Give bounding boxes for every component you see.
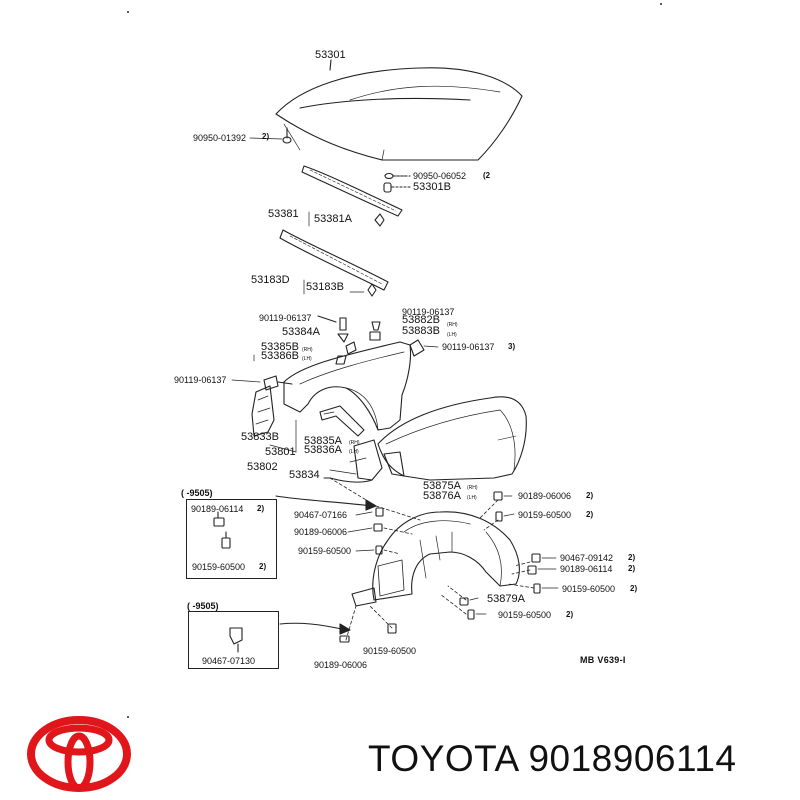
quantity-label: 2) xyxy=(259,562,267,571)
label-53875A: 53875A xyxy=(423,480,461,492)
label-90467-09142: 90467-09142 xyxy=(560,553,614,563)
label-53879A: 53879A xyxy=(487,593,525,605)
lh-label: (LH) xyxy=(302,356,312,362)
label-90159-60500: 90159-60500 xyxy=(562,584,616,594)
clips-group xyxy=(317,315,381,365)
inset-box-2 xyxy=(188,611,279,669)
label-90189-06006: 90189-06006 xyxy=(518,491,572,501)
label-53802: 53802 xyxy=(247,461,278,473)
diagram-reference-code: MB V639-I xyxy=(580,655,626,665)
fender-liner xyxy=(351,511,520,607)
label-53385B: 53385B xyxy=(261,341,299,353)
label-90189-06006: 90189-06006 xyxy=(314,660,368,670)
label-53301: 53301 xyxy=(315,49,346,61)
label-90119-06137: 90119-06137 xyxy=(174,375,227,385)
toyota-logo-icon xyxy=(27,716,131,792)
label-53183D: 53183D xyxy=(251,274,290,286)
part-number: 9018906114 xyxy=(528,738,737,779)
fender-bracket xyxy=(319,405,365,437)
quantity-label: 2) xyxy=(628,553,636,562)
label-90189-06006: 90189-06006 xyxy=(294,527,348,537)
label-53882B: 53882B xyxy=(402,314,440,326)
rh-label: (RH) xyxy=(447,322,458,328)
box1-header: ( -9505) xyxy=(181,488,213,498)
box2-parts xyxy=(229,627,243,653)
label-90159-60500: 90159-60500 xyxy=(192,562,246,572)
right-fender xyxy=(377,396,527,481)
label-leaders xyxy=(231,137,559,615)
label-53833B: 53833B xyxy=(241,431,279,443)
box1-parts xyxy=(213,511,231,549)
fender-seal xyxy=(279,229,389,297)
label-90159-60500: 90159-60500 xyxy=(518,510,572,520)
label-53381: 53381 xyxy=(268,208,299,220)
quantity-label: 2) xyxy=(628,564,636,573)
quantity-label: 2) xyxy=(262,132,270,141)
label-53876A: 53876A xyxy=(423,490,461,502)
label-90119-06137: 90119-06137 xyxy=(442,342,495,352)
label-53834: 53834 xyxy=(289,469,320,481)
rh-label: (RH) xyxy=(349,440,360,446)
quantity-label: (2 xyxy=(483,171,491,180)
quantity-label: 2) xyxy=(630,584,638,593)
label-53835A: 53835A xyxy=(304,435,342,447)
lh-label: (LH) xyxy=(447,332,457,338)
left-fender xyxy=(283,339,425,431)
label-53381A: 53381A xyxy=(314,213,352,225)
rh-label: (RH) xyxy=(302,347,313,353)
label-53386B: 53386B xyxy=(261,350,299,362)
brand-name: TOYOTA xyxy=(368,738,518,779)
fender-mount-bracket xyxy=(323,439,383,483)
label-90950-01392: 90950-01392 xyxy=(193,133,247,143)
label-90159-60500: 90159-60500 xyxy=(298,546,352,556)
label-90159-60500: 90159-60500 xyxy=(498,610,552,620)
quantity-label: 2) xyxy=(566,610,574,619)
label-53836A: 53836A xyxy=(304,444,342,456)
quantity-label: 2) xyxy=(586,510,594,519)
inset-box-1 xyxy=(186,499,277,579)
label-90467-07166: 90467-07166 xyxy=(294,510,348,520)
lh-label: (LH) xyxy=(467,495,477,501)
label-90189-06114: 90189-06114 xyxy=(560,564,613,574)
hood-panel xyxy=(275,59,523,161)
label-90119-06137: 90119-06137 xyxy=(402,307,455,317)
label-90119-06137: 90119-06137 xyxy=(259,313,312,323)
label-53384A: 53384A xyxy=(282,326,320,338)
label-90189-06114: 90189-06114 xyxy=(191,504,244,514)
label-90950-06052: 90950-06052 xyxy=(413,171,467,181)
label-90467-07130: 90467-07130 xyxy=(202,656,256,666)
label-53301B: 53301B xyxy=(413,181,451,193)
hood-hinge xyxy=(251,375,293,437)
label-53183B: 53183B xyxy=(306,281,344,293)
rh-label: (RH) xyxy=(467,485,478,491)
box-arrows xyxy=(275,495,377,635)
lh-label: (LH) xyxy=(349,449,359,455)
quantity-label: 2) xyxy=(586,491,594,500)
box2-header: ( -9505) xyxy=(187,601,219,611)
quantity-label: 3) xyxy=(508,342,516,351)
label-53883B: 53883B xyxy=(402,325,440,337)
quantity-label: 2) xyxy=(257,504,265,513)
hood-seal xyxy=(301,165,403,227)
label-90159-60500: 90159-60500 xyxy=(363,646,417,656)
label-53801: 53801 xyxy=(265,446,296,458)
brand-caption: TOYOTA 9018906114 xyxy=(368,738,736,780)
